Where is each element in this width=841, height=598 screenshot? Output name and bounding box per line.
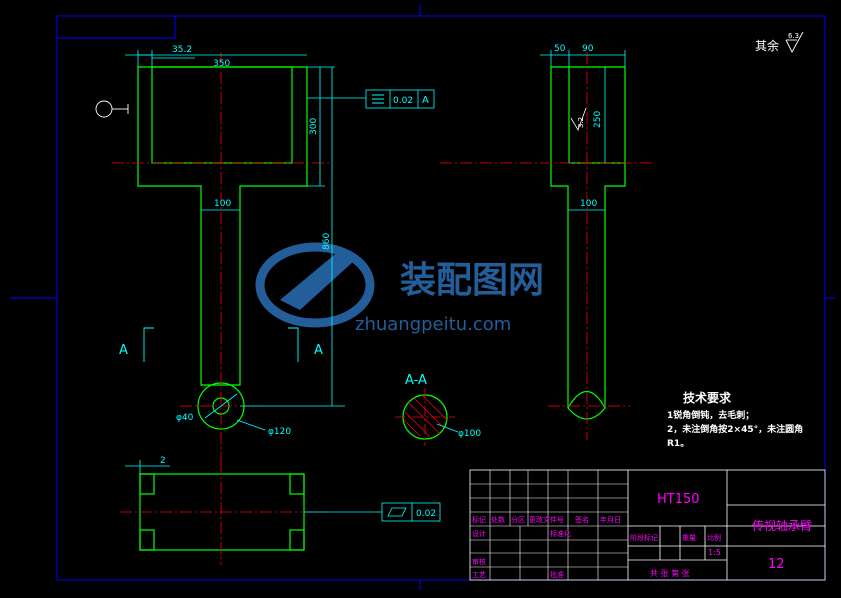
dim-860: 860 [322,233,332,250]
front-dimensions [125,50,345,431]
drawing-frame [10,5,835,590]
section-hatch [403,394,448,438]
tb-sign: 签名 [575,515,589,524]
watermark-url: zhuangpeitu.com [355,314,511,335]
dim-250: 250 [593,111,603,128]
front-view: 35.2 350 300 860 100 φ40 φ120 0.02 A [95,45,435,470]
surface-finish-value: 6.3 [788,32,799,40]
tb-design: 设计 [472,529,486,538]
dim-50: 50 [554,44,566,54]
tech-req-title: 技术要求 [683,390,732,405]
watermark-cn: 装配图网 [400,260,544,301]
front-centerlines [112,52,332,470]
section-aa: A-A φ100 [395,373,481,446]
tech-requirements: 技术要求 1锐角倒钝，去毛刺； 2，未注倒角按2×45°，未注圆角 R1。 [667,390,803,449]
dim-35-2: 35.2 [172,45,192,55]
datum-symbol [95,100,129,118]
tb-mark: 标记 [472,515,486,524]
flatness-tolerance: 0.02 A [307,89,435,109]
tb-change-doc: 更改文件号 [529,515,564,524]
dim-100-side: 100 [580,199,597,209]
front-view-outline [137,66,308,430]
tb-count: 处数 [491,515,505,524]
section-label-left: A [119,343,128,358]
tb-weight: 重量 [682,534,696,542]
tech-req-line3: R1。 [667,439,689,449]
bottom-view: 2 0.02 [120,456,441,565]
tb-zone: 分区 [511,515,525,524]
tb-approve: 批准 [550,570,564,579]
dim-phi40: φ40 [176,413,194,423]
parallel-value: 0.02 [416,509,436,519]
watermark: 装配图网 zhuangpeitu.com [255,242,544,335]
flatness-datum: A [422,95,429,106]
dim-2: 2 [160,456,166,466]
tb-date: 年月日 [600,515,621,524]
tech-req-line1: 1锐角倒钝，去毛刺； [667,409,754,421]
section-label-right: A [314,343,323,358]
dim-100-front: 100 [214,199,231,209]
dim-phi120: φ120 [268,427,291,437]
dim-350: 350 [213,59,230,69]
tb-drawing-no: 12 [768,557,785,572]
side-view: 50 90 250 100 3.2 [440,44,655,440]
tb-stage: 阶段标记 [630,533,658,542]
flatness-value: 0.02 [393,96,413,106]
tb-material: HT150 [657,492,700,507]
dim-90: 90 [582,44,594,54]
tb-review: 审核 [472,557,486,566]
side-roughness-symbol: 3.2 [570,107,587,131]
section-markers [143,327,299,362]
title-block: 标记 处数 分区 更改文件号 签名 年月日 设计 标准化 审核 工艺 批准 阶段… [469,469,826,581]
bottom-dims [125,460,441,522]
tb-sheets: 共 张 第 张 [650,568,690,578]
tb-process: 工艺 [472,571,486,579]
side-dimensions [540,50,626,211]
side-centerlines [440,52,655,440]
dim-300: 300 [309,118,319,135]
side-view-outline [550,66,626,420]
section-title: A-A [405,373,427,388]
surface-finish-text: 其余 [755,38,779,53]
tb-scale: 1:5 [708,548,721,557]
tb-ratio: 比例 [707,533,721,542]
tb-part-name: 传视轴承臂 [752,518,812,533]
side-roughness-value: 3.2 [577,117,585,128]
dim-phi100: φ100 [458,429,481,439]
tech-req-line2: 2，未注倒角按2×45°，未注圆角 [667,423,803,435]
surface-finish-note: 其余 6.3 [755,31,804,53]
tb-standardize: 标准化 [550,529,571,538]
